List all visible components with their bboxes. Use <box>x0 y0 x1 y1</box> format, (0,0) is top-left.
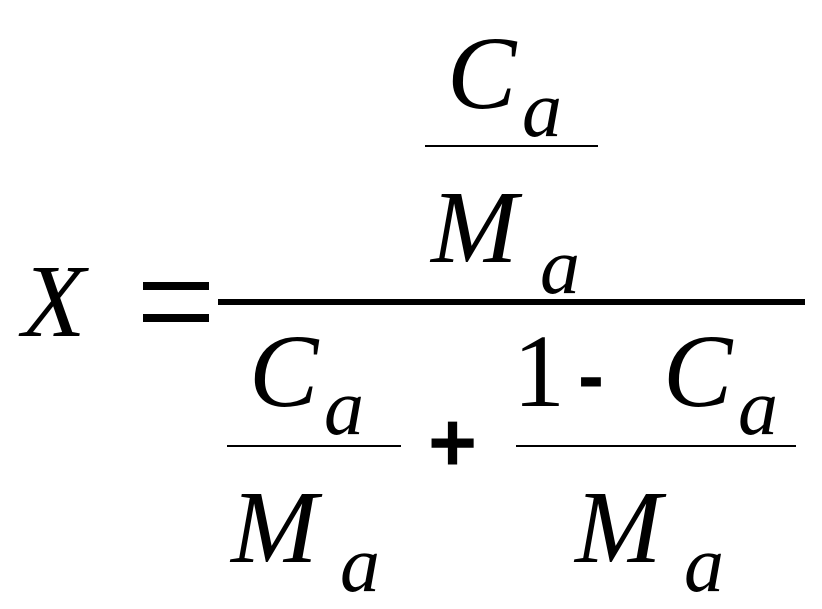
denominator-right-top-symbol: C <box>663 314 733 429</box>
denominator-right-fraction-bar <box>516 445 796 447</box>
lhs-variable: X <box>22 244 86 359</box>
denominator-left-bottom-symbol: M <box>231 470 318 585</box>
numerator-bottom-symbol: M <box>431 170 518 285</box>
denominator-right-bottom-symbol: M <box>575 470 662 585</box>
equals-bar-bottom <box>143 314 209 322</box>
denominator-right-one: 1 <box>513 314 565 429</box>
denominator-right-minus: - <box>578 331 604 419</box>
denominator-left-top-subscript: a <box>324 364 364 452</box>
equals-bar-top <box>143 282 209 290</box>
denominator-left-fraction-bar <box>227 445 401 447</box>
denominator-left-top-symbol: C <box>249 314 319 429</box>
numerator-top-subscript: a <box>522 66 562 154</box>
main-fraction-bar <box>218 299 805 305</box>
plus-sign: + <box>428 395 478 489</box>
numerator-bottom-subscript: a <box>540 223 580 311</box>
numerator-top-symbol: C <box>447 16 517 131</box>
denominator-left-bottom-subscript: a <box>340 521 380 609</box>
denominator-right-bottom-subscript: a <box>684 521 724 609</box>
denominator-right-top-subscript: a <box>738 364 778 452</box>
numerator-fraction-bar <box>425 145 598 147</box>
